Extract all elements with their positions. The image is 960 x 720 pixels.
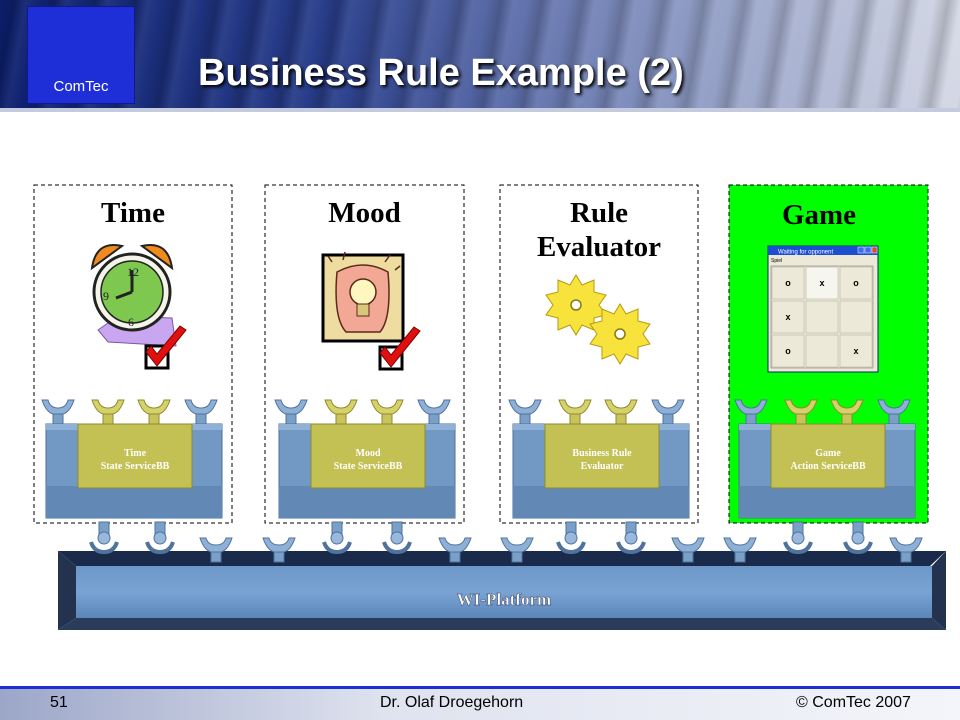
block-lower-band xyxy=(46,486,222,518)
panel-title-rule-line2: Evaluator xyxy=(536,231,662,263)
platform-socket-connector xyxy=(89,520,119,554)
block-label-line1: Mood xyxy=(356,448,381,459)
board-cell xyxy=(771,300,805,334)
block-top-connector xyxy=(274,399,308,428)
block-lower-band xyxy=(513,486,689,518)
platform-open-connector xyxy=(500,537,534,563)
mood-checkbox-icon xyxy=(378,326,421,371)
platform-open-connector xyxy=(262,537,296,563)
clock-six: 6 xyxy=(128,315,134,329)
board-cell xyxy=(771,266,805,300)
block-label-line1: Game xyxy=(815,448,841,459)
game-window: Waiting for opponent Spiel o x o x o x xyxy=(767,245,879,373)
mood-panel-frame xyxy=(264,184,465,524)
board-cell xyxy=(839,266,873,300)
board-mark: x xyxy=(785,312,790,322)
header-texture xyxy=(0,0,960,112)
time-panel-frame xyxy=(33,184,233,524)
block-top-connector xyxy=(604,399,638,428)
platform-open-connector xyxy=(889,537,923,563)
block-label-line2: State ServiceBB xyxy=(101,461,170,472)
board-cell xyxy=(771,334,805,368)
clock-nine: 9 xyxy=(103,289,109,303)
game-window-title: Waiting for opponent xyxy=(778,250,833,256)
platform-socket-connector xyxy=(783,520,813,554)
block-top-connector xyxy=(184,399,218,428)
time-checkbox-icon xyxy=(144,325,187,370)
alarm-clock-icon: 12 9 6 xyxy=(90,244,177,347)
block-top-connector xyxy=(417,399,451,428)
block-lower-band xyxy=(739,486,915,518)
platform-open-connector xyxy=(438,537,472,563)
block-label-line1: Time xyxy=(124,448,147,459)
slide-title: Business Rule Example (2) xyxy=(198,52,684,94)
block-top-connector xyxy=(558,399,592,428)
board-mark: o xyxy=(785,278,791,288)
header-banner xyxy=(0,0,960,112)
comtec-logo: ComTec xyxy=(27,6,135,104)
block-label-line2: Evaluator xyxy=(581,461,624,472)
platform-open-connector xyxy=(723,537,757,563)
block-top-connector xyxy=(508,399,542,428)
platform-socket-connector xyxy=(145,520,175,554)
block-top-connector xyxy=(137,399,171,428)
mood-head-icon xyxy=(321,251,405,343)
platform-socket-connector xyxy=(843,520,873,554)
block-label-line2: Action ServiceBB xyxy=(790,461,866,472)
block-label-line2: State ServiceBB xyxy=(334,461,403,472)
platform-socket-connector xyxy=(556,520,586,554)
block-top-connector xyxy=(324,399,358,428)
tic-tac-toe-board: o x o x o x xyxy=(770,265,874,369)
rule-panel-frame xyxy=(499,184,699,524)
board-cell xyxy=(839,300,873,334)
logo-text: ComTec xyxy=(53,78,109,95)
footer-rule xyxy=(0,686,960,689)
footer-author: Dr. Olaf Droegehorn xyxy=(380,694,524,711)
block-top-connector xyxy=(651,399,685,428)
panel-title-rule-line1: Rule xyxy=(570,197,628,229)
block-label-plate xyxy=(77,423,193,489)
board-cell xyxy=(805,266,839,300)
platform-open-connector xyxy=(671,537,705,563)
block-label-line1: Business Rule xyxy=(572,448,632,459)
panel-title-game: Game xyxy=(781,199,857,231)
block-top-connector xyxy=(370,399,404,428)
board-cell xyxy=(805,300,839,334)
header-rule xyxy=(0,108,960,112)
block-label-plate xyxy=(770,423,886,489)
block-top-connector xyxy=(41,399,75,428)
clock-twelve: 12 xyxy=(127,265,139,279)
block-label-plate xyxy=(544,423,660,489)
panel-title-time: Time xyxy=(101,197,165,229)
game-window-menu: Spiel xyxy=(771,258,782,264)
block-label-plate xyxy=(310,423,426,489)
block-lower-band xyxy=(279,486,455,518)
wi-platform-bar: WI-Platform xyxy=(58,551,946,630)
page-number: 51 xyxy=(50,694,68,711)
footer-copyright: © ComTec 2007 xyxy=(796,694,911,711)
panel-title-mood: Mood xyxy=(328,197,401,229)
platform-label: WI-Platform xyxy=(457,590,551,609)
board-cell xyxy=(805,334,839,368)
platform-socket-connector xyxy=(382,520,412,554)
gears-icon xyxy=(545,274,651,365)
board-mark: o xyxy=(785,346,791,356)
block-top-connector xyxy=(91,399,125,428)
board-cell xyxy=(839,334,873,368)
platform-open-connector xyxy=(199,537,233,563)
board-mark: x xyxy=(819,278,824,288)
platform-socket-connector xyxy=(616,520,646,554)
board-mark: o xyxy=(853,278,859,288)
panel-title-rule-evaluator: Rule Evaluator xyxy=(500,196,698,264)
footer-bar xyxy=(0,689,960,720)
platform-socket-connector xyxy=(322,520,352,554)
board-mark: x xyxy=(853,346,858,356)
